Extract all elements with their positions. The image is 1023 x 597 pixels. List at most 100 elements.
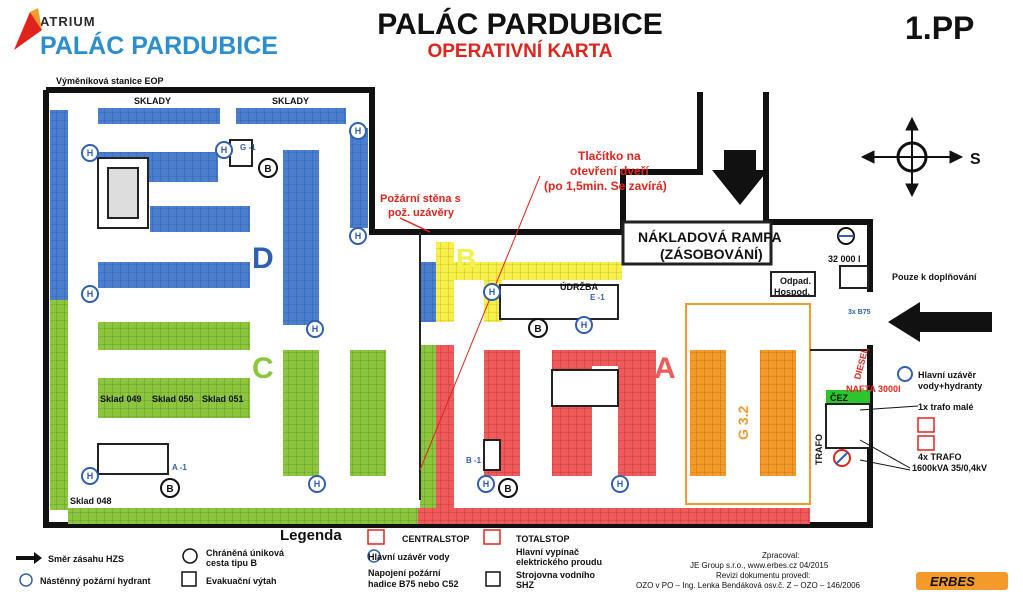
svg-text:H: H	[355, 231, 362, 241]
legend-hydrant-text: Nástěnný požární hydrant	[40, 576, 151, 586]
svg-text:H: H	[221, 145, 228, 155]
svg-text:H: H	[312, 324, 319, 334]
sklady-label-1: SKLADY	[134, 96, 171, 106]
main-water-valve-icon	[897, 366, 913, 382]
b1-label: B -1	[466, 456, 482, 465]
b75-label: 3x B75	[848, 309, 871, 316]
logo-brand-text: PALÁC PARDUBICE	[40, 32, 278, 60]
refill-label: Pouze k doplňování	[892, 272, 977, 282]
cez-box	[826, 390, 870, 404]
svg-text:H: H	[355, 126, 362, 136]
page-title: PALÁC PARDUBICE	[377, 8, 663, 41]
zone-a-letter: A	[654, 352, 676, 385]
legend-machine-text-2: SHZ	[516, 580, 535, 590]
inner-rooms	[97, 139, 870, 500]
legend-hose-text-2: hadice B75 nebo C52	[368, 579, 459, 589]
legend-evac-lift-icon	[181, 571, 197, 587]
footer-company: JE Group s.r.o., www.erbes.cz 04/2015	[690, 561, 829, 570]
svg-text:H: H	[489, 287, 496, 297]
svg-text:H: H	[617, 479, 624, 489]
sklad-049-label: Sklad 049	[100, 394, 142, 404]
erbes-logo-text: ERBES	[930, 574, 975, 589]
sklad-050-label: Sklad 050	[152, 394, 194, 404]
button-label-3: (po 1,5min. Se zavírá)	[544, 179, 667, 193]
legend-direction-arrow-icon	[16, 552, 42, 564]
g1-label: G -1	[240, 143, 256, 152]
legend-totalstop-icon	[483, 529, 501, 545]
trafo-big-label-1: 4x TRAFO	[918, 452, 962, 462]
floor-label: 1.PP	[905, 10, 975, 46]
sklad-048-label: Sklad 048	[70, 496, 112, 506]
svg-text:H: H	[581, 320, 588, 330]
totalstop-icon	[917, 435, 935, 451]
legend-switch-text-2: elektrického proudu	[516, 557, 602, 567]
legend-escape-icon	[182, 548, 198, 564]
legend-machine-text-1: Strojovna vodního	[516, 570, 596, 580]
zone-c-parking	[50, 300, 436, 524]
logo-small-text: ATRIUM	[40, 14, 96, 29]
fire-wall-label-2: pož. uzávěry	[388, 207, 455, 219]
legend-water-valve-icon	[367, 549, 381, 563]
zone-b-letter: B	[456, 243, 476, 274]
trafo-label: TRAFO	[814, 434, 824, 465]
compass-south-label: S	[970, 151, 981, 168]
page-subtitle: OPERATIVNÍ KARTA	[427, 41, 613, 62]
button-label-2: otevření dveří	[570, 164, 649, 178]
legend-hose-text-1: Napojení požární	[368, 568, 441, 578]
zone-c-letter: C	[252, 352, 274, 385]
zone-g32-parking	[685, 303, 811, 505]
svg-text:B: B	[534, 324, 541, 335]
legend-machine-icon	[485, 571, 501, 587]
legend-direction-text: Směr zásahu HZS	[48, 554, 124, 564]
svg-text:H: H	[483, 479, 490, 489]
logo-mark-icon	[14, 12, 42, 50]
svg-text:B: B	[504, 484, 511, 495]
sklad-051-label: Sklad 051	[202, 394, 244, 404]
footer-revision: Revizi dokumentu provedl:	[716, 571, 810, 580]
escape-route-icons	[160, 158, 548, 498]
main-valve-label-2: vody+hydranty	[918, 381, 982, 391]
waste-label-2: Hospod.	[774, 287, 810, 297]
legend-escape-text-1: Chráněná úniková	[206, 548, 285, 558]
button-label-1: Tlačítko na	[578, 149, 641, 163]
maintenance-label: ÚDRŽBA	[560, 281, 598, 292]
svg-text:H: H	[87, 148, 94, 158]
nafta-label: NAFTA 3000l	[846, 384, 901, 394]
legend-centralstop-icon	[367, 529, 385, 545]
cez-label: ČEZ	[830, 392, 849, 403]
footer-ozo: OZO v PO – Ing. Lenka Bendáková osv.č. Z…	[636, 581, 861, 590]
e1-label: E -1	[590, 293, 605, 302]
svg-text:B: B	[264, 164, 271, 175]
erbes-logo	[916, 572, 1008, 590]
svg-text:B: B	[166, 484, 173, 495]
compass-icon	[860, 116, 964, 198]
sklady-label-2: SKLADY	[272, 96, 309, 106]
ramp-label-1: NÁKLADOVÁ RAMPA	[638, 229, 782, 245]
hzs-entry-arrow-icon	[888, 302, 992, 342]
legend-centralstop-text: CENTRALSTOP	[402, 534, 469, 544]
exchanger-label: Výměníková stanice EOP	[56, 76, 164, 86]
legend-title: Legenda	[280, 527, 342, 544]
a1-label: A -1	[172, 463, 187, 472]
legend-totalstop-text: TOTALSTOP	[516, 534, 570, 544]
centralstop-icon	[917, 417, 935, 433]
svg-text:H: H	[87, 471, 94, 481]
trafo-small-label: 1x trafo malé	[918, 402, 974, 412]
hydrant-icons	[81, 122, 629, 493]
svg-text:H: H	[87, 289, 94, 299]
fire-wall-label: Požární stěna s	[380, 193, 461, 205]
ramp-down-arrow-icon	[712, 150, 768, 205]
legend-switch-text-1: Hlavní vypínač	[516, 547, 579, 557]
trafo-big-label-2: 1600kVA 35/0,4kV	[912, 463, 987, 473]
svg-text:H: H	[314, 479, 321, 489]
g32-label: G 3.2	[735, 406, 751, 440]
legend-evac-lift-text: Evakuační výtah	[206, 576, 277, 586]
main-valve-label-1: Hlavní uzávěr	[918, 370, 977, 380]
tank-label: 32 000 l	[828, 254, 861, 264]
footer-processed: Zpracoval:	[762, 551, 799, 560]
zone-d-letter: D	[252, 242, 274, 275]
legend-escape-text-2: cesta tipu B	[206, 558, 258, 568]
ramp-label-2: (ZÁSOBOVÁNÍ)	[660, 246, 763, 262]
legend-hydrant-icon	[19, 573, 33, 587]
